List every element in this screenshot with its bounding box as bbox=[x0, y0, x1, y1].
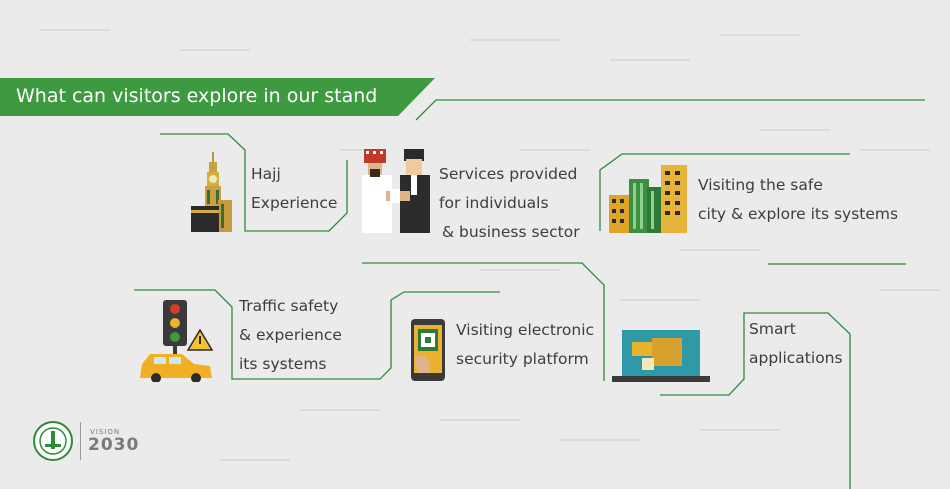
item-safe-city-label: Visiting the safe city & explore its sys… bbox=[698, 171, 898, 229]
item-line: Visiting electronic bbox=[456, 321, 595, 339]
item-line: Visiting the safe bbox=[698, 176, 823, 194]
logo-divider bbox=[80, 422, 81, 460]
item-line: for individuals bbox=[439, 194, 549, 212]
vision-year: 2030 bbox=[88, 435, 140, 455]
item-platform-label: Visiting electronic security platform bbox=[456, 316, 594, 374]
item-line: & business sector bbox=[442, 223, 580, 241]
traffic-light-car-icon bbox=[140, 300, 214, 382]
item-line: Services provided bbox=[439, 165, 578, 183]
item-hajj-label: Hajj Experience bbox=[251, 160, 337, 218]
item-services-label: Services provided for individuals & busi… bbox=[439, 160, 580, 247]
item-line: its systems bbox=[239, 355, 327, 373]
city-buildings-icon bbox=[609, 165, 687, 233]
makkah-clock-tower-icon bbox=[191, 152, 232, 232]
item-line: Experience bbox=[251, 194, 338, 212]
banner-title: What can visitors explore in our stand bbox=[16, 85, 378, 107]
item-line: Smart bbox=[749, 320, 796, 338]
laptop-icon bbox=[612, 330, 710, 382]
smartphone-touch-icon bbox=[411, 319, 445, 381]
item-traffic-label: Traffic safety & experience its systems bbox=[239, 292, 342, 379]
emblem-logo-icon bbox=[33, 421, 73, 461]
item-smart-apps-label: Smart applications bbox=[749, 315, 843, 373]
banner-shape bbox=[0, 78, 435, 116]
item-line: security platform bbox=[456, 350, 589, 368]
item-line: applications bbox=[749, 349, 843, 367]
item-line: & experience bbox=[239, 326, 342, 344]
item-line: Hajj bbox=[251, 165, 281, 183]
item-line: city & explore its systems bbox=[698, 205, 899, 223]
vision-label: VISION bbox=[90, 428, 121, 436]
title-banner: What can visitors explore in our stand bbox=[0, 78, 435, 116]
item-line: Traffic safety bbox=[239, 297, 339, 315]
handshake-icon bbox=[362, 149, 430, 233]
